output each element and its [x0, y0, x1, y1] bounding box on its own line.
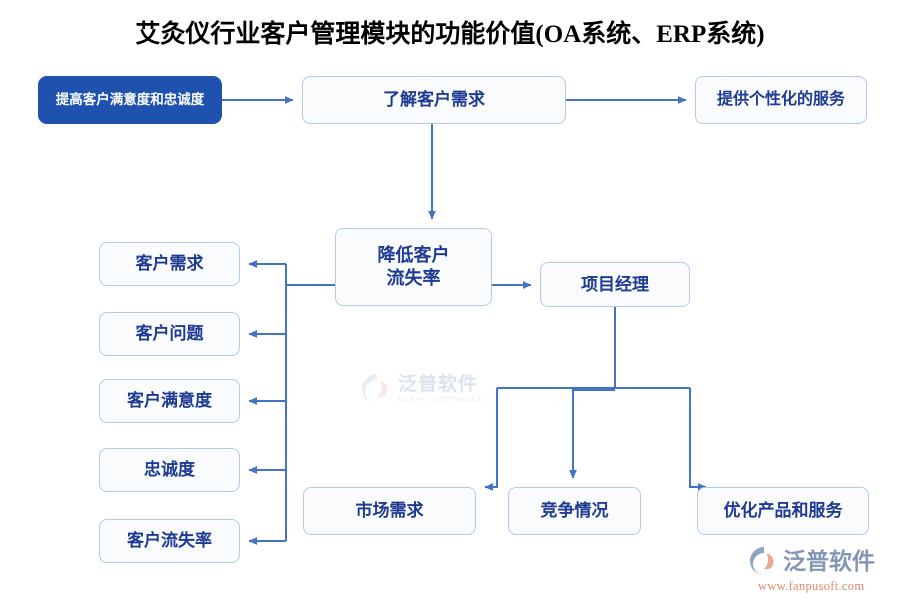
logo-url: www.fanpusoft.com	[758, 579, 865, 593]
node-customer-needs[interactable]: 客户需求	[99, 242, 240, 286]
node-label: 降低客户流失率	[377, 244, 450, 288]
center-watermark-cn: 泛普软件	[398, 373, 479, 395]
node-provide-personalized-service[interactable]: 提供个性化的服务	[695, 76, 867, 124]
wire-to-optimize	[689, 388, 707, 491]
logo-company-name: 泛普软件	[783, 547, 875, 574]
node-label: 项目经理	[581, 274, 649, 294]
node-project-manager[interactable]: 项目经理	[540, 262, 690, 307]
node-label: 竞争情况	[540, 501, 609, 521]
node-label: 客户需求	[135, 254, 204, 274]
node-label: 优化产品和服务	[723, 501, 843, 521]
node-understand-customer-needs[interactable]: 了解客户需求	[302, 76, 566, 124]
center-watermark: 泛普软件 FANPU SOFTWARE	[360, 366, 490, 412]
node-label: 市场需求	[355, 501, 424, 521]
node-reduce-churn-rate[interactable]: 降低客户流失率	[335, 228, 492, 306]
node-optimize-products-services[interactable]: 优化产品和服务	[697, 487, 869, 535]
node-label: 提高客户满意度和忠诚度	[55, 92, 205, 108]
node-improve-satisfaction-loyalty[interactable]: 提高客户满意度和忠诚度	[38, 76, 222, 124]
node-competitive-situation[interactable]: 竞争情况	[508, 487, 641, 535]
fanpu-logo-icon	[360, 372, 394, 406]
node-customer-satisfaction[interactable]: 客户满意度	[99, 379, 240, 423]
node-label: 客户问题	[135, 324, 204, 344]
wire-to-market-demand	[484, 388, 498, 491]
node-label: 提供个性化的服务	[716, 90, 845, 108]
node-label: 了解客户需求	[383, 90, 485, 110]
node-customer-churn-rate[interactable]: 客户流失率	[99, 519, 240, 563]
node-market-demand[interactable]: 市场需求	[303, 487, 476, 535]
fanpu-logo: 泛普软件 www.fanpusoft.com	[748, 545, 894, 593]
node-label: 忠诚度	[144, 460, 195, 480]
node-label: 客户满意度	[127, 391, 212, 411]
fanpu-logo-icon	[748, 545, 780, 577]
node-customer-issues[interactable]: 客户问题	[99, 312, 240, 356]
node-loyalty[interactable]: 忠诚度	[99, 448, 240, 492]
node-label: 客户流失率	[127, 531, 212, 551]
center-watermark-en: FANPU SOFTWARE	[398, 396, 484, 404]
wire-to-competition	[569, 389, 615, 479]
page-title: 艾灸仪行业客户管理模块的功能价值(OA系统、ERP系统)	[135, 21, 765, 48]
